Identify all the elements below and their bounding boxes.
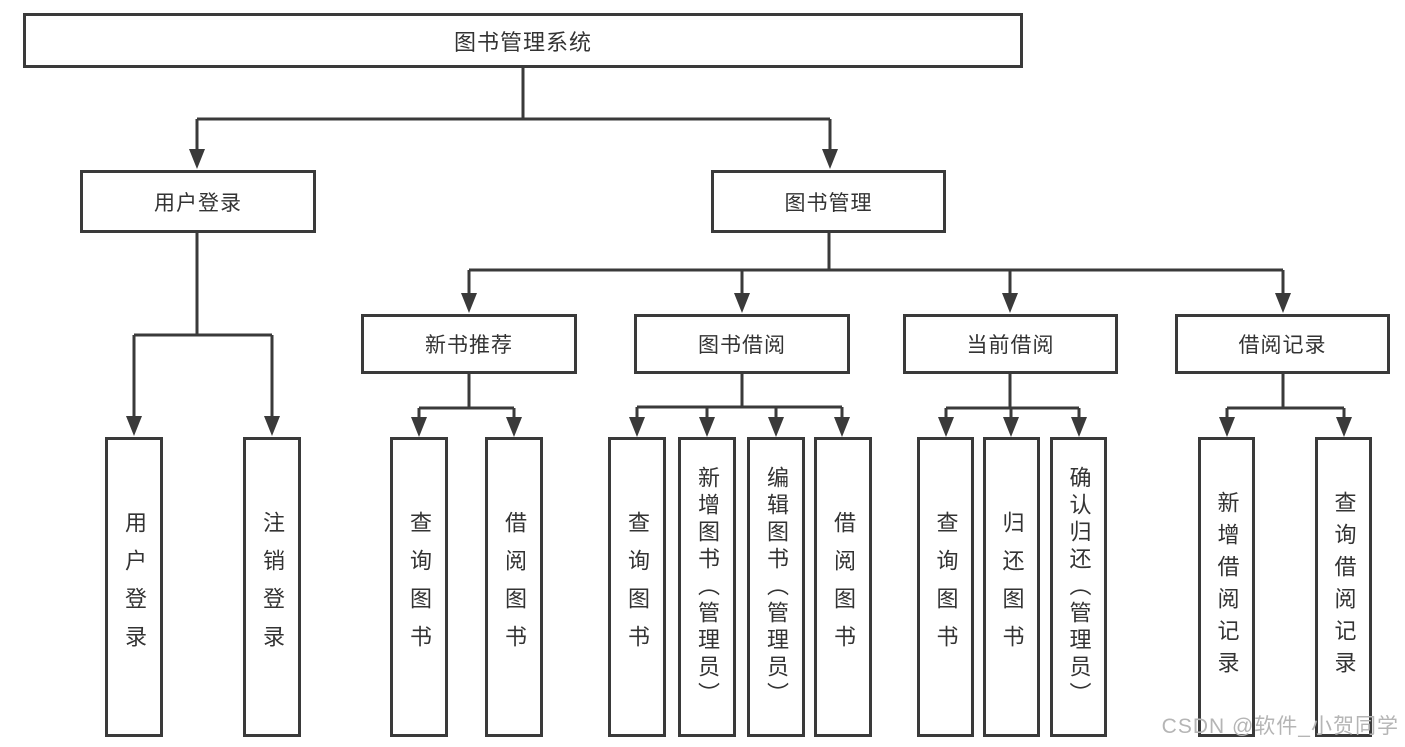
leaf-user-login-label: 用户登录 (122, 511, 147, 663)
node-book-management: 图书管理 (711, 170, 946, 233)
leaf-newbooks-borrow-books-label: 借阅图书 (502, 511, 527, 663)
leaf-current-return-books-label: 归还图书 (999, 511, 1025, 663)
leaf-current-confirm-return-admin-label: 确认归还（管理员） (1066, 465, 1092, 709)
leaf-borrowmgmt-borrow-books: 借阅图书 (814, 437, 872, 737)
leaf-borrowmgmt-edit-book-admin-label: 编辑图书（管理员） (764, 465, 789, 709)
connector-strokes (132, 68, 1346, 417)
leaf-current-query-books-label: 查询图书 (933, 511, 959, 663)
csdn-watermark: CSDN @软件_小贺同学 (1161, 715, 1399, 738)
leaf-borrowmgmt-borrow-books-label: 借阅图书 (831, 511, 856, 663)
node-current-borrow: 当前借阅 (903, 314, 1118, 374)
leaf-logout: 注销登录 (243, 437, 301, 737)
node-borrow-records: 借阅记录 (1175, 314, 1390, 374)
leaf-records-add-borrow-record-label: 新增借阅记录 (1214, 491, 1240, 683)
leaf-borrowmgmt-query-books: 查询图书 (608, 437, 666, 737)
leaf-user-login: 用户登录 (105, 437, 163, 737)
leaf-current-confirm-return-admin: 确认归还（管理员） (1050, 437, 1107, 737)
leaf-borrowmgmt-query-books-label: 查询图书 (625, 511, 650, 663)
node-new-book-recommend: 新书推荐 (361, 314, 577, 374)
leaf-current-query-books: 查询图书 (917, 437, 974, 737)
leaf-records-query-borrow-record: 查询借阅记录 (1315, 437, 1372, 737)
leaf-newbooks-query-books-label: 查询图书 (407, 511, 432, 663)
leaf-newbooks-query-books: 查询图书 (390, 437, 448, 737)
leaf-newbooks-borrow-books: 借阅图书 (485, 437, 543, 737)
leaf-logout-label: 注销登录 (260, 511, 285, 663)
node-library-management-system: 图书管理系统 (23, 13, 1023, 68)
arrowhead-icons (126, 149, 1352, 437)
leaf-current-return-books: 归还图书 (983, 437, 1040, 737)
leaf-records-add-borrow-record: 新增借阅记录 (1198, 437, 1255, 737)
leaf-borrowmgmt-edit-book-admin: 编辑图书（管理员） (747, 437, 805, 737)
node-book-borrow: 图书借阅 (634, 314, 850, 374)
node-user-login: 用户登录 (80, 170, 316, 233)
leaf-borrowmgmt-add-book-admin-label: 新增图书（管理员） (695, 465, 720, 709)
leaf-records-query-borrow-record-label: 查询借阅记录 (1331, 491, 1357, 683)
leaf-borrowmgmt-add-book-admin: 新增图书（管理员） (678, 437, 736, 737)
